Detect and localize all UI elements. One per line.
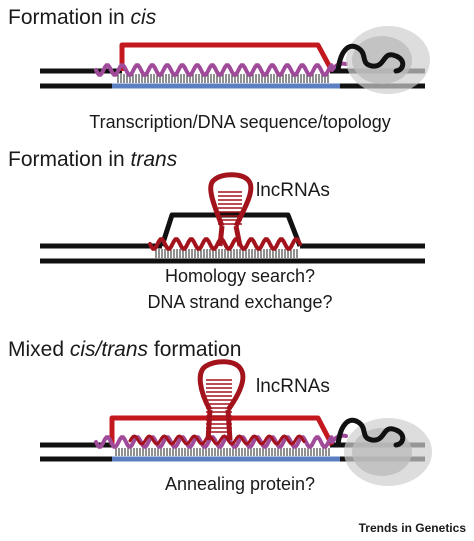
lncrna-strand <box>148 237 302 251</box>
journal-brand: Trends in Genetics <box>359 521 467 535</box>
lncrna-stem-right <box>225 409 233 441</box>
dna-duplex <box>40 243 425 264</box>
polymerase-dna-loop <box>335 417 406 448</box>
rna-polymerase <box>335 26 430 94</box>
panel-trans-title: Formation in trans <box>8 148 178 171</box>
stem-rungs <box>206 379 232 433</box>
panel-mixed-title: Mixed cis/trans formation <box>8 338 241 361</box>
panel-cis: Formation in cis Transcription/DNA seque… <box>8 6 430 132</box>
panel-trans-caption-1: Homology search? <box>165 266 315 286</box>
base-pair-ticks <box>155 249 298 258</box>
polymerase-dna-loop <box>335 43 406 74</box>
panel-trans-caption-2: DNA strand exchange? <box>147 292 332 312</box>
stem-rungs <box>218 191 242 225</box>
nascent-rna <box>94 63 334 77</box>
lncrna-stem-left <box>205 409 213 441</box>
rna-polymerase <box>335 417 432 486</box>
displaced-strand <box>109 415 335 447</box>
panel-cis-caption: Transcription/DNA sequence/topology <box>89 112 391 132</box>
lncrna-stem-left <box>217 225 225 247</box>
panel-trans: Formation in trans lncRNAs Homology sear… <box>8 148 425 312</box>
lncrna-stem-right <box>233 225 243 247</box>
lncrna-strand <box>128 434 306 446</box>
panel-mixed-caption: Annealing protein? <box>165 474 315 494</box>
lncrna-stem-loop <box>208 172 254 247</box>
lncrna-loop <box>208 172 254 228</box>
lncrna-label: lncRNAs <box>256 180 330 201</box>
panel-mixed: Mixed cis/trans formation lncRNAs Anneal… <box>8 338 432 494</box>
lncrna-label: lncRNAs <box>256 376 330 397</box>
panel-cis-title: Formation in cis <box>8 6 157 29</box>
base-pair-ticks <box>115 448 330 456</box>
displaced-strand <box>159 212 303 247</box>
displaced-strand <box>119 42 335 73</box>
lncrna-loop <box>197 359 246 412</box>
lncrna-stem-loop <box>197 359 246 441</box>
